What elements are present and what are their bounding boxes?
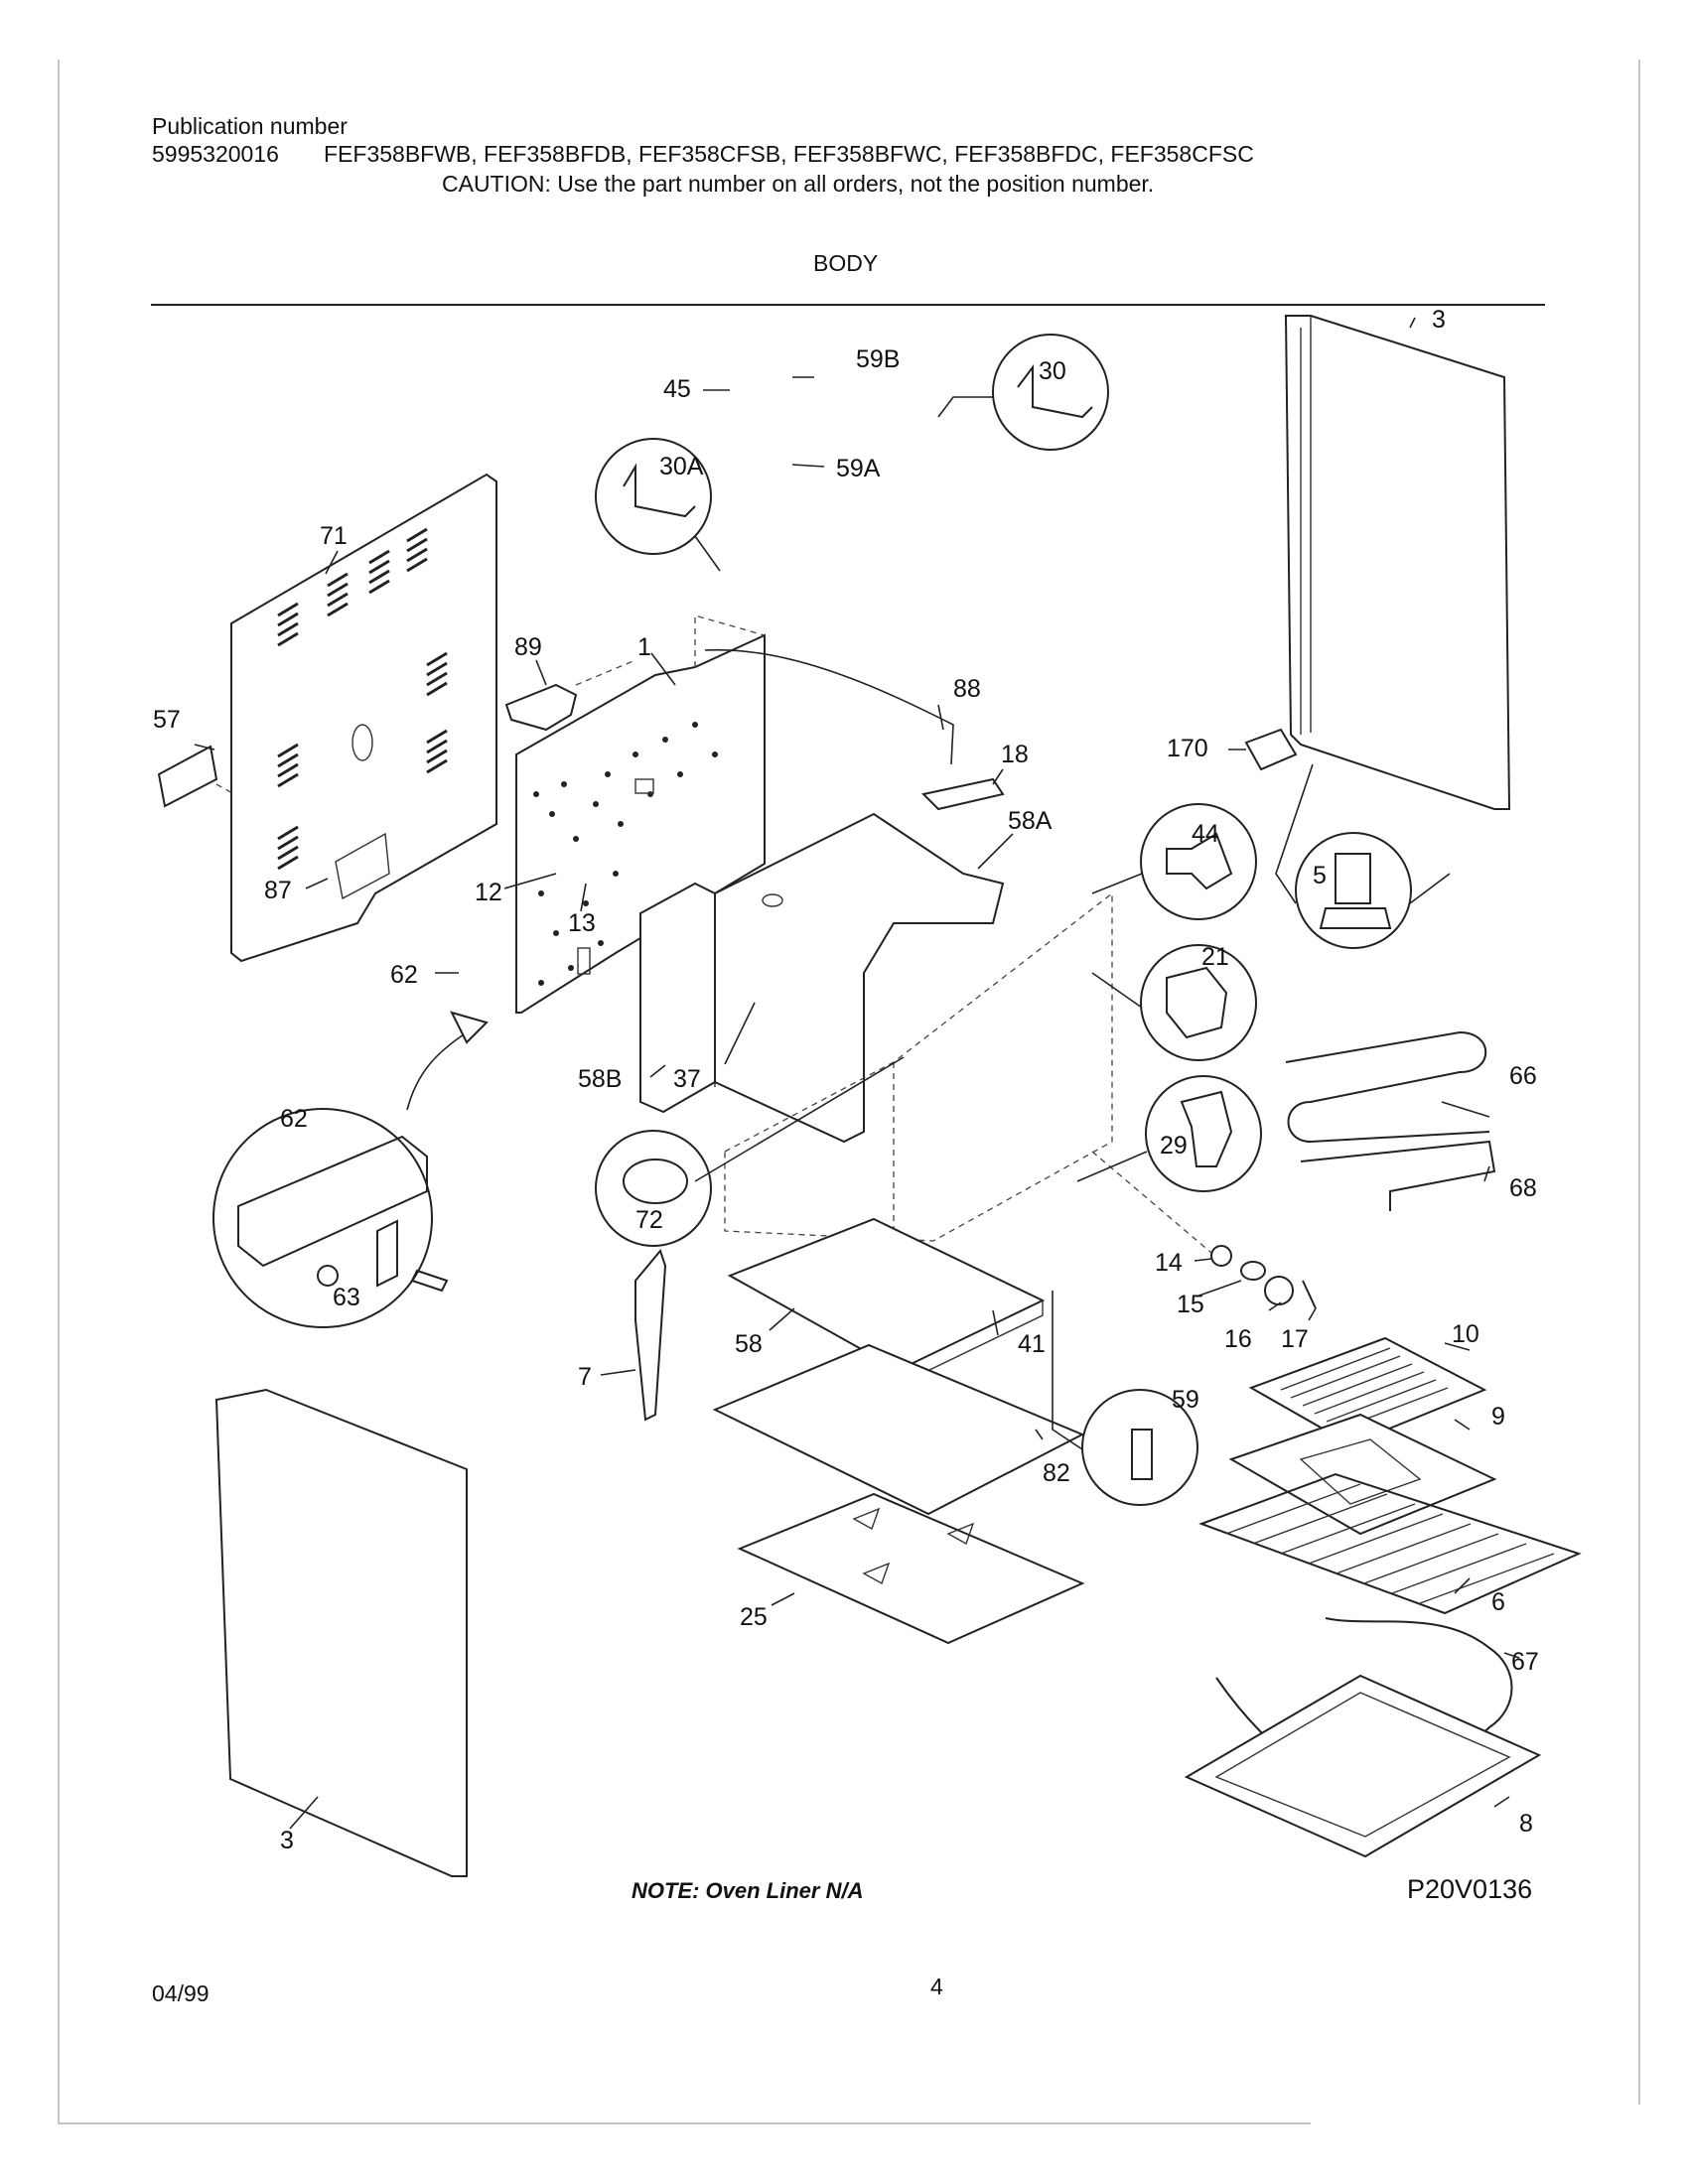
callout-7: 7 — [578, 1363, 592, 1391]
page-number: 4 — [930, 1974, 943, 1999]
header-rule — [151, 304, 1545, 306]
callout-18: 18 — [1001, 741, 1029, 768]
callout-8: 8 — [1519, 1810, 1533, 1838]
callout-30: 30 — [1039, 357, 1066, 385]
scan-edge-left — [58, 60, 60, 2124]
callout-67: 67 — [1511, 1648, 1539, 1676]
detail-circle-30 — [992, 334, 1109, 451]
callout-10: 10 — [1452, 1320, 1479, 1348]
side-panel-3-right — [1284, 315, 1511, 810]
figure-id: P20V0136 — [1407, 1874, 1533, 1904]
plate-57 — [157, 745, 218, 808]
callout-62b: 62 — [280, 1105, 308, 1133]
oven-rack-6 — [1198, 1472, 1582, 1615]
callout-25: 25 — [740, 1603, 768, 1631]
footer-date: 04/99 — [152, 1980, 210, 2006]
broil-element-66 — [1285, 1030, 1490, 1144]
callout-62: 62 — [390, 961, 418, 989]
callout-45: 45 — [663, 375, 691, 403]
callout-3b: 3 — [280, 1827, 294, 1854]
callout-72: 72 — [635, 1206, 663, 1234]
detail-circle-44 — [1140, 803, 1257, 920]
callout-68: 68 — [1509, 1174, 1537, 1202]
diagram-note: NOTE: Oven Liner N/A — [632, 1878, 864, 1903]
detail-circle-29 — [1145, 1075, 1262, 1192]
callout-41: 41 — [1018, 1330, 1046, 1358]
callout-58B: 58B — [578, 1065, 622, 1093]
detail-circle-30A — [595, 438, 712, 555]
wire-88 — [704, 648, 954, 765]
callout-5: 5 — [1313, 862, 1327, 889]
callout-82: 82 — [1043, 1459, 1070, 1487]
hinge-7 — [634, 1248, 667, 1422]
side-panel-1 — [515, 614, 766, 1014]
callout-89: 89 — [514, 633, 542, 661]
callout-6: 6 — [1491, 1588, 1505, 1616]
bracket-89 — [504, 683, 578, 732]
broiler-grid-10 — [1248, 1336, 1487, 1446]
bake-element-68 — [1300, 1140, 1496, 1211]
detail-circle-5 — [1295, 832, 1412, 949]
detail-circle-21 — [1140, 944, 1257, 1061]
oven-bottom-82 — [712, 1343, 1085, 1516]
callout-21: 21 — [1201, 943, 1229, 971]
caution-text: CAUTION: Use the part number on all orde… — [442, 171, 1155, 197]
publication-number: 5995320016 — [152, 141, 279, 167]
detail-circle-59 — [1081, 1389, 1198, 1506]
insulation-58B — [639, 882, 716, 1114]
bracket-18 — [920, 777, 1005, 811]
callout-17: 17 — [1281, 1325, 1309, 1353]
callout-9: 9 — [1491, 1403, 1505, 1431]
scan-edge-right — [1638, 60, 1640, 2105]
lens-16 — [1264, 1276, 1294, 1305]
oven-bottom-8 — [1184, 1674, 1542, 1858]
callout-71: 71 — [320, 522, 348, 550]
callout-58A: 58A — [1008, 807, 1053, 835]
callout-59B: 59B — [856, 345, 900, 373]
callout-170: 170 — [1167, 735, 1208, 762]
detail-circle-72 — [595, 1130, 712, 1247]
callout-13: 13 — [568, 909, 596, 937]
wire-17 — [1302, 1280, 1317, 1309]
callout-87: 87 — [264, 877, 292, 904]
callout-58: 58 — [735, 1330, 763, 1358]
callout-3: 3 — [1432, 306, 1446, 334]
callout-30A: 30A — [659, 453, 704, 480]
back-panel-71 — [230, 473, 497, 963]
publication-label: Publication number — [152, 113, 348, 139]
bottom-plate-25 — [737, 1492, 1085, 1645]
callout-88: 88 — [953, 675, 981, 703]
callout-15: 15 — [1177, 1291, 1204, 1318]
lamp-socket-14 — [1210, 1245, 1232, 1267]
callout-66: 66 — [1509, 1062, 1537, 1090]
callout-57: 57 — [153, 706, 181, 734]
scan-edge-bottom — [60, 2122, 1311, 2124]
bulb-15 — [1240, 1261, 1266, 1281]
callout-29: 29 — [1160, 1132, 1188, 1160]
callout-12: 12 — [475, 879, 502, 906]
callout-63: 63 — [333, 1284, 360, 1311]
section-title: BODY — [813, 250, 879, 276]
model-list: FEF358BFWB, FEF358BFDB, FEF358CFSB, FEF3… — [324, 141, 1254, 167]
detail-circle-62 — [212, 1108, 449, 1328]
callout-37: 37 — [673, 1065, 701, 1093]
bracket-170 — [1244, 728, 1298, 771]
callout-59A: 59A — [836, 455, 881, 482]
callout-1: 1 — [637, 633, 651, 661]
callout-16: 16 — [1224, 1325, 1252, 1353]
insulation-58 — [727, 1217, 1046, 1372]
callout-59: 59 — [1172, 1386, 1199, 1414]
callout-44: 44 — [1192, 820, 1219, 848]
side-panel-3-left — [214, 1388, 468, 1877]
callout-14: 14 — [1155, 1249, 1183, 1277]
broiler-pan-9 — [1228, 1413, 1497, 1536]
